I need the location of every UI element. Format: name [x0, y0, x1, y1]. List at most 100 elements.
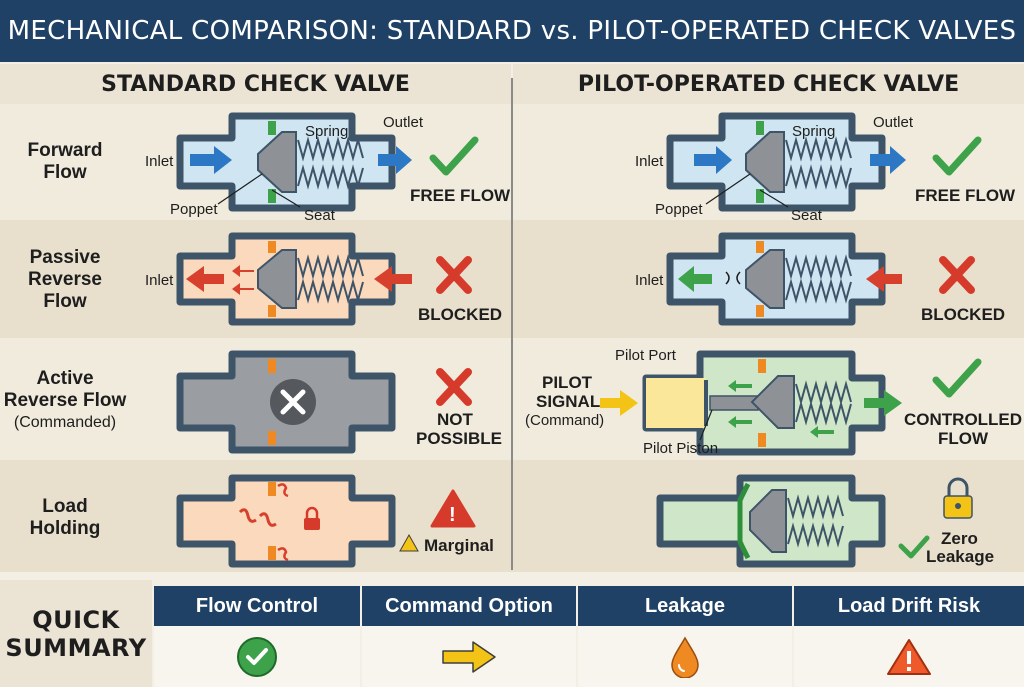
x-mark: [280, 389, 306, 415]
summary-label-line: SUMMARY: [5, 633, 147, 662]
lock-shackle: [305, 506, 319, 518]
check-icon: [932, 358, 982, 398]
status-blocked: BLOCKED: [418, 305, 502, 324]
reverse-arrow-icon: [374, 266, 412, 292]
quick-summary: QUICK SUMMARY Flow Control Command Optio…: [0, 580, 1024, 687]
row-label-load: Load Holding: [0, 496, 130, 540]
seat-mark: [756, 189, 764, 203]
summary-cell-leakage: [578, 626, 792, 687]
summary-cell-flow-control: [154, 626, 360, 687]
pilot-forward-valve: Inlet Outlet Spring Poppet Seat FREE FLO…: [635, 112, 1016, 224]
seat-mark: [268, 241, 276, 253]
spring-label: Spring: [305, 123, 348, 140]
seal-mark: [737, 482, 751, 560]
small-warning-icon: [399, 533, 419, 552]
cross-icon: [436, 256, 472, 294]
reverse-arrow-icon: [232, 283, 254, 295]
standard-passive-valve: Inlet BLOCKED: [145, 232, 502, 326]
leader-line: [759, 189, 789, 208]
page-title: MECHANICAL COMPARISON: STANDARD vs. PILO…: [7, 16, 1017, 46]
check-icon: [932, 136, 982, 176]
warning-mark: !: [449, 504, 456, 526]
spring: [785, 254, 852, 304]
pilot-piston-label: Pilot Piston: [643, 440, 718, 457]
status-marginal: Marginal: [424, 536, 494, 555]
row-label-passive: Passive Reverse Flow: [0, 247, 130, 313]
title-bar: MECHANICAL COMPARISON: STANDARD vs. PILO…: [0, 0, 1024, 62]
row-label-line: Reverse Flow: [3, 390, 127, 411]
pilot-signal-arrow-icon: [600, 390, 638, 416]
cross-icon: [436, 368, 472, 406]
pilot-passive-valve: Inlet BLOCKED: [635, 232, 1005, 326]
summary-header-leakage: Leakage: [578, 586, 792, 626]
status-controlled: CONTROLLED: [904, 410, 1022, 429]
spring-label: Spring: [792, 123, 835, 140]
leak-mark: [277, 483, 289, 562]
seat-mark: [268, 305, 276, 317]
row-label-line: Active: [36, 368, 94, 389]
inlet-label: Inlet: [635, 153, 664, 170]
leader-line: [271, 189, 301, 208]
row-label-line: Forward: [27, 140, 103, 161]
summary-header-load-drift: Load Drift Risk: [794, 586, 1024, 626]
seat-mark: [758, 359, 766, 373]
row-label-sub: (Commanded): [13, 414, 117, 431]
pilot-chamber: [646, 378, 706, 428]
summary-header-command-option: Command Option: [362, 586, 576, 626]
leak-drip-icon: [238, 508, 277, 527]
flow-arrow-icon: [378, 146, 412, 174]
standard-forward-valve: Inlet Outlet Spring Poppet Seat FREE FLO…: [145, 112, 511, 224]
flow-arrow-icon: [190, 146, 232, 174]
pressure-mark: [725, 271, 741, 285]
warning-icon: [430, 489, 476, 528]
seat-mark: [756, 241, 764, 253]
flow-arrow-icon: [810, 426, 834, 438]
column-divider: [511, 78, 513, 570]
summary-label: QUICK SUMMARY: [0, 580, 152, 687]
seat-label: Seat: [304, 207, 336, 224]
status-free-flow: FREE FLOW: [915, 186, 1016, 205]
cross-icon: [939, 256, 975, 294]
summary-header-flow-control: Flow Control: [154, 586, 360, 626]
row-label-line: Flow: [43, 162, 87, 183]
status-zero: Zero: [941, 529, 978, 548]
reverse-arrow-icon: [232, 265, 254, 277]
leader-line: [705, 173, 751, 205]
spring: [787, 494, 844, 548]
seat-mark: [268, 189, 276, 203]
row-label-forward: Forward Flow: [0, 140, 130, 184]
spring: [795, 380, 852, 426]
valve-diagrams: Inlet Outlet Spring Poppet Seat FREE FLO…: [145, 112, 1022, 568]
flow-arrow-icon: [870, 146, 906, 174]
poppet: [257, 249, 297, 309]
row-label-line: Passive: [29, 247, 101, 268]
drop-icon: [671, 636, 699, 678]
poppet: [750, 375, 795, 429]
spring: [297, 254, 364, 304]
row-label-line: Flow: [43, 291, 87, 312]
lock-shackle: [947, 477, 969, 496]
status-flow: FLOW: [938, 429, 989, 448]
summary-label-line: QUICK: [32, 605, 120, 634]
poppet: [257, 131, 297, 193]
poppet-label: Poppet: [655, 201, 703, 218]
flow-arrow-icon: [728, 380, 752, 392]
check-circle-icon: [237, 636, 277, 677]
seat-mark: [268, 121, 276, 135]
outlet-label: Outlet: [383, 114, 424, 131]
pilot-signal-label: PILOT: [542, 373, 593, 392]
status-possible: POSSIBLE: [416, 429, 502, 448]
check-icon: [898, 535, 930, 559]
status-free-flow: FREE FLOW: [410, 186, 511, 205]
pilot-signal-label-2: SIGNAL: [536, 392, 600, 411]
spring: [785, 136, 852, 190]
seat-mark: [268, 482, 276, 496]
seat-mark: [268, 359, 276, 373]
seat-mark: [756, 121, 764, 135]
status-leakage: Leakage: [926, 547, 994, 566]
reverse-arrow-icon: [678, 266, 712, 292]
seat-mark: [758, 433, 766, 447]
summary-cell-command-option: [362, 626, 576, 687]
column-header-pilot: PILOT-OPERATED CHECK VALVE: [513, 64, 1024, 104]
spring: [297, 136, 364, 190]
